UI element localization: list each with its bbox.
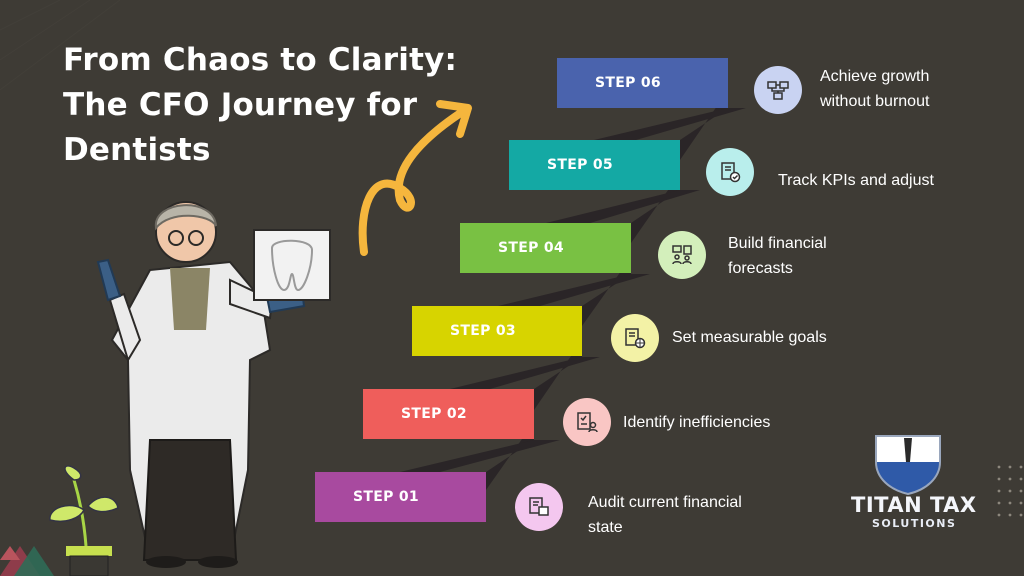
page-title: From Chaos to Clarity: The CFO Journey f…	[63, 38, 483, 173]
document-check-icon	[706, 148, 754, 196]
title-line-1: From Chaos to Clarity:	[63, 42, 458, 78]
step-03-bar: STEP 03	[412, 306, 582, 356]
step-05-label: STEP 05	[547, 157, 613, 173]
step-02-description-line-1: Identify inefficiencies	[623, 414, 771, 431]
step-03-description-line-1: Set measurable goals	[672, 329, 827, 346]
step-04-label: STEP 04	[498, 240, 564, 256]
step-05-description-line-1: Track KPIs and adjust	[778, 172, 934, 189]
checklist-person-icon	[563, 398, 611, 446]
step-03-description: Set measurable goals	[672, 325, 827, 350]
title-line-3: Dentists	[63, 132, 211, 168]
step-01-description-line-1: Audit current financial	[588, 494, 742, 511]
step-06-description-line-1: Achieve growth	[820, 68, 930, 85]
step-06-description: Achieve growth without burnout	[820, 64, 929, 114]
step-02-description: Identify inefficiencies	[623, 410, 770, 435]
logo-name: TITAN TAX	[851, 493, 977, 517]
title-line-2: The CFO Journey for	[63, 87, 418, 123]
step-03-label: STEP 03	[450, 323, 516, 339]
step-04-description: Build financial forecasts	[728, 231, 827, 281]
step-01-bar: STEP 01	[315, 472, 486, 522]
people-board-icon	[658, 231, 706, 279]
step-05-description: Track KPIs and adjust	[778, 168, 934, 193]
step-02-label: STEP 02	[401, 406, 467, 422]
step-01-description: Audit current financial state	[588, 490, 742, 540]
step-05-bar: STEP 05	[509, 140, 680, 190]
step-06-bar: STEP 06	[557, 58, 728, 108]
step-04-bar: STEP 04	[460, 223, 631, 273]
document-box-icon	[515, 483, 563, 531]
step-04-description-line-1: Build financial	[728, 235, 827, 252]
step-06-label: STEP 06	[595, 75, 661, 91]
workflow-icon	[754, 66, 802, 114]
step-01-description-line-2: state	[588, 519, 623, 536]
step-02-bar: STEP 02	[363, 389, 534, 439]
step-04-description-line-2: forecasts	[728, 260, 793, 277]
logo-subtitle: SOLUTIONS	[872, 517, 957, 530]
step-06-description-line-2: without burnout	[820, 93, 930, 110]
step-01-label: STEP 01	[353, 489, 419, 505]
document-globe-icon	[611, 314, 659, 362]
